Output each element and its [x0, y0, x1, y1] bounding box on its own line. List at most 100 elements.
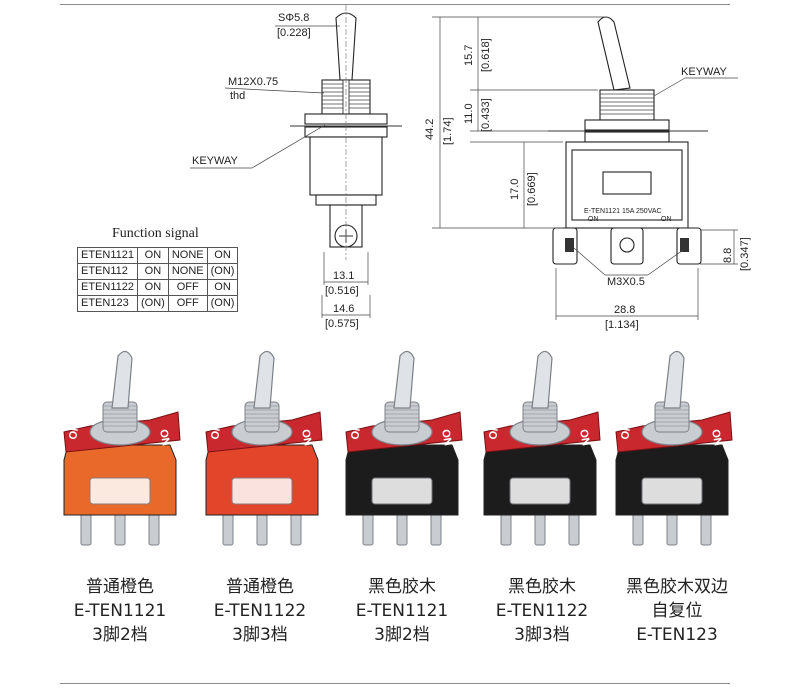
front-terminal-hole: [619, 237, 635, 253]
caption-line-2: E-TEN1121: [355, 601, 449, 621]
dim-diameter-in: [0.228]: [277, 27, 311, 39]
table-row: ETEN1121 ON NONE ON: [77, 247, 239, 264]
toggle-switch-photo: ON ON: [483, 350, 601, 546]
caption-line-3: E-TEN123: [636, 625, 718, 645]
table-row: ETEN112 ON NONE (ON): [77, 263, 239, 280]
caption-line-2: E-TEN1122: [213, 601, 307, 621]
plate-label-left: ON: [619, 422, 634, 440]
table-cell: OFF: [167, 295, 208, 312]
toggle-switch-photo: ON ON: [345, 350, 463, 546]
side-view-dimensions: SΦ5.8 [0.228] M12X0.75 thd KEYWAY 13.1 […: [190, 12, 371, 330]
table-cell: ETEN112: [77, 263, 138, 280]
dim-height-8-8-in: [0.347]: [739, 237, 751, 271]
body-on-right: ON: [661, 216, 672, 223]
plate-label-left: ON: [67, 422, 82, 440]
table-cell: ON: [137, 279, 169, 296]
caption-line-2: E-TEN1121: [73, 601, 167, 621]
product-caption-2: 普通橙色 E-TEN1122 3脚3档: [185, 575, 335, 647]
dim-height-11-0-in: [0.433]: [480, 98, 492, 132]
front-view-drawing: E-TEN1121 15A 250VAC ON ON: [548, 16, 708, 265]
thread-sub-label: thd: [230, 90, 245, 102]
caption-line-3: 3脚2档: [92, 625, 148, 645]
table-row: ETEN1122 ON OFF ON: [77, 279, 239, 296]
table-cell: ETEN1121: [77, 247, 138, 264]
toggle-switch-photo: ON ON: [63, 350, 181, 546]
caption-line-1: 黑色胶木: [508, 577, 576, 597]
front-body-window: [602, 171, 652, 195]
table-cell: NONE: [167, 247, 208, 264]
toggle-lever: [253, 350, 275, 409]
keyway-left-label: KEYWAY: [192, 155, 239, 167]
table-cell: ON: [206, 279, 239, 296]
switch-bracket-window: [641, 477, 703, 505]
table-cell: ETEN123: [77, 295, 138, 312]
plate-label-right: ON: [577, 428, 592, 446]
caption-line-1: 黑色胶木双边: [626, 577, 728, 597]
table-cell: OFF: [167, 279, 208, 296]
keyway-right-label: KEYWAY: [681, 66, 728, 78]
table-cell: (ON): [206, 295, 239, 312]
plate-label-left: ON: [487, 422, 502, 440]
front-view-dimensions: 44.2 [1.74] 15.7 [0.618] 11.0 [0.433] 17…: [424, 16, 751, 331]
body-on-left: ON: [588, 216, 599, 223]
switch-bracket-window: [231, 477, 293, 505]
toggle-switch-photo: ON ON: [615, 350, 733, 546]
caption-line-3: 3脚2档: [374, 625, 430, 645]
dim-height-44-2-in: [1.74]: [442, 117, 454, 145]
switch-bracket-window: [89, 477, 151, 505]
toggle-switch-photo: ON ON: [205, 350, 323, 546]
dim-height-15-7-in: [0.618]: [480, 38, 492, 72]
plate-label-right: ON: [709, 428, 724, 446]
table-cell: ETEN1122: [77, 279, 138, 296]
front-bushing: [599, 89, 655, 121]
product-photos: ON ON ON ON ON ON ON ON ON ON: [63, 350, 733, 546]
table-cell: ON: [137, 247, 169, 264]
bottom-divider: [60, 683, 730, 684]
plate-label-left: ON: [349, 422, 364, 440]
table-cell: (ON): [137, 295, 169, 312]
side-view-drawing: [290, 5, 402, 260]
plate-label-right: ON: [157, 428, 172, 446]
caption-line-2: 自复位: [651, 601, 703, 621]
body-marking: E-TEN1121 15A 250VAC: [584, 208, 662, 215]
caption-line-1: 普通橙色: [86, 577, 154, 597]
dim-width-13-1: 13.1: [333, 270, 354, 282]
table-cell: ON: [137, 263, 169, 280]
plate-label-left: ON: [209, 422, 224, 440]
dim-height-44-2: 44.2: [424, 119, 436, 140]
caption-line-1: 黑色胶木: [368, 577, 436, 597]
function-table: ETEN1121 ON NONE ON ETEN112 ON NONE (ON)…: [77, 247, 239, 312]
dim-height-8-8: 8.8: [722, 248, 734, 263]
screw-label: M3X0.5: [607, 276, 645, 288]
toggle-lever: [111, 350, 133, 409]
table-cell: (ON): [206, 263, 239, 280]
table-cell: NONE: [167, 263, 208, 280]
toggle-lever: [663, 350, 685, 409]
dim-width-13-1-in: [0.516]: [325, 285, 359, 297]
product-caption-3: 黑色胶木 E-TEN1121 3脚2档: [327, 575, 477, 647]
table-cell: ON: [206, 247, 239, 264]
front-nut: [584, 119, 670, 131]
dim-width-14-6: 14.6: [333, 303, 354, 315]
front-screw-left: [565, 238, 574, 252]
front-lock-nut: [584, 131, 670, 143]
caption-line-1: 普通橙色: [226, 577, 294, 597]
caption-line-3: 3脚3档: [232, 625, 288, 645]
product-caption-1: 普通橙色 E-TEN1121 3脚2档: [45, 575, 195, 647]
dim-height-11-0: 11.0: [463, 103, 475, 124]
caption-line-2: E-TEN1122: [495, 601, 589, 621]
caption-line-3: 3脚3档: [514, 625, 570, 645]
switch-bracket-window: [509, 477, 571, 505]
thread-label: M12X0.75: [228, 76, 278, 88]
table-row: ETEN123 (ON) OFF (ON): [77, 295, 239, 312]
function-table-title: Function signal: [112, 226, 199, 241]
dim-width-28-8: 28.8: [614, 304, 635, 316]
front-threads: [600, 93, 654, 115]
product-caption-5: 黑色胶木双边 自复位 E-TEN123: [602, 575, 752, 647]
plate-label-right: ON: [439, 428, 454, 446]
product-caption-4: 黑色胶木 E-TEN1122 3脚3档: [467, 575, 617, 647]
switch-bracket-window: [371, 477, 433, 505]
front-screw-right: [680, 238, 689, 252]
technical-drawing: SΦ5.8 [0.228] M12X0.75 thd KEYWAY 13.1 […: [190, 5, 751, 331]
plate-label-right: ON: [299, 428, 314, 446]
